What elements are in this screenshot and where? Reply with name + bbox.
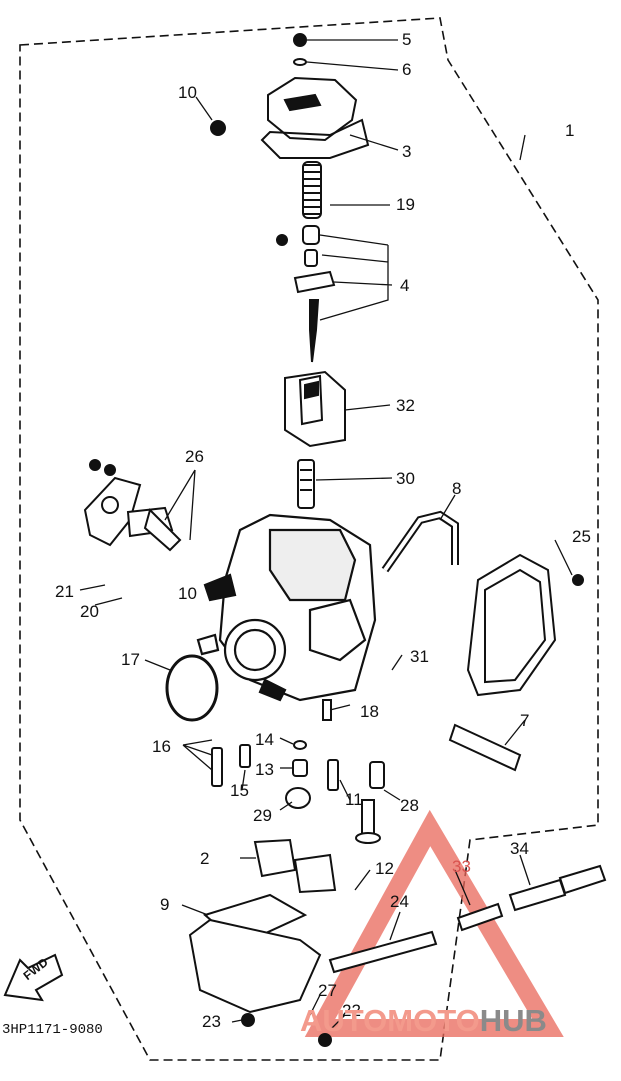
part-label-29: 29	[253, 806, 272, 825]
part-label-3: 3	[402, 142, 412, 161]
part-label-34: 34	[510, 839, 529, 858]
float-bowl	[188, 893, 332, 1047]
top-cover	[210, 33, 370, 159]
part-label-25: 25	[572, 527, 591, 546]
part-label-19: 19	[396, 195, 415, 214]
part-label-24: 24	[390, 892, 409, 911]
o-ring	[165, 654, 219, 722]
part-label-8: 8	[452, 479, 462, 498]
part-label-2: 2	[200, 849, 210, 868]
throttle-stop-screw	[448, 723, 522, 772]
small-jets	[211, 699, 385, 844]
part-label-30: 30	[396, 469, 415, 488]
part-label-28: 28	[400, 796, 419, 815]
starter-plunger	[83, 459, 182, 552]
part-label-18: 18	[360, 702, 379, 721]
part-label-23: 23	[202, 1012, 221, 1031]
part-label-12: 12	[375, 859, 394, 878]
part-label-21: 21	[55, 582, 74, 601]
part-label-9: 9	[160, 895, 170, 914]
part-label-10b: 10	[178, 584, 197, 603]
part-label-10: 10	[178, 83, 197, 102]
drain-pipes	[328, 864, 607, 974]
part-label-7: 7	[520, 711, 530, 730]
assembly-boundary	[19, 17, 599, 1061]
needle-assembly	[276, 225, 336, 363]
part-label-1: 1	[565, 121, 575, 140]
watermark-triangle	[304, 809, 564, 1037]
part-label-4: 4	[400, 276, 410, 295]
carburetor-body	[196, 513, 377, 702]
throttle-slide	[284, 370, 346, 448]
part-label-14: 14	[255, 730, 274, 749]
part-label-31: 31	[410, 647, 429, 666]
watermark-text-part1: AUTOMOTO	[300, 1003, 480, 1038]
drawing-code: 3HP1171-9080	[2, 1022, 103, 1038]
part-label-15: 15	[230, 781, 249, 800]
side-cover	[466, 553, 584, 697]
part-label-16: 16	[152, 737, 171, 756]
part-label-6: 6	[402, 60, 412, 79]
part-label-20: 20	[80, 602, 99, 621]
part-label-5: 5	[402, 30, 412, 49]
part-label-22: 22	[342, 1001, 361, 1020]
part-label-26: 26	[185, 447, 204, 466]
watermark-text-part2: HUB	[479, 1003, 547, 1038]
watermark-logo: AUTOMOTOHUB	[300, 1003, 547, 1039]
part-label-13: 13	[255, 760, 274, 779]
part-label-27: 27	[318, 981, 337, 1000]
part-label-32: 32	[396, 396, 415, 415]
fwd-arrow	[3, 953, 64, 1002]
part-label-17: 17	[121, 650, 140, 669]
leader-lines	[79, 39, 573, 1031]
throttle-spring	[302, 161, 322, 219]
part-label-33: 33	[452, 857, 471, 876]
float	[253, 838, 337, 894]
part-label-11: 11	[345, 790, 363, 809]
needle-jet	[297, 459, 315, 509]
